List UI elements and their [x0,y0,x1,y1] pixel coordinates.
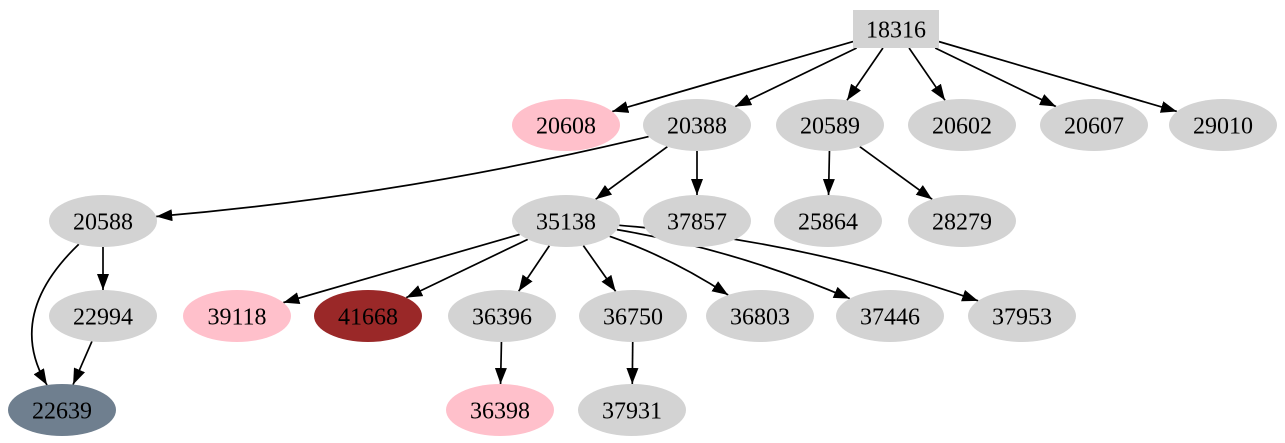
node-shape-36398 [446,384,554,436]
edge-22994-22639 [72,341,93,385]
node-shape-20607 [1040,99,1148,151]
node-label-36803: 36803 [730,304,790,330]
node-label-22994: 22994 [73,304,133,330]
node-shape-20589 [776,99,884,151]
node-22639: 22639 [8,384,116,436]
edge-18316-20388 [734,47,857,108]
node-shape-29010 [1169,99,1277,151]
node-shape-36750 [579,290,687,342]
node-shape-36396 [448,290,556,342]
node-shape-25864 [774,195,882,247]
node-label-22639: 22639 [32,398,92,424]
edge-35138-36396 [517,245,551,292]
node-label-20388: 20388 [667,113,727,139]
node-41668: 41668 [314,290,422,342]
node-label-20602: 20602 [932,113,992,139]
edge-18316-20602 [908,47,946,101]
edge-20388-35138 [595,146,668,200]
edge-18316-20589 [846,47,884,101]
node-shape-37446 [836,290,944,342]
node-28279: 28279 [908,195,1016,247]
node-20388: 20388 [643,99,751,151]
node-20588: 20588 [49,195,157,247]
node-label-41668: 41668 [338,304,398,330]
node-shape-28279 [908,195,1016,247]
edge-35138-36750 [582,245,617,292]
node-label-20588: 20588 [73,209,133,235]
node-label-37857: 37857 [667,209,727,235]
edge-35138-36803 [609,235,729,296]
node-label-28279: 28279 [932,209,992,235]
edge-35138-41668 [405,238,529,299]
node-shape-20388 [643,99,751,151]
node-20602: 20602 [908,99,1016,151]
edge-35138-39118 [283,233,520,304]
node-label-36398: 36398 [470,398,530,424]
node-label-20607: 20607 [1064,113,1124,139]
node-39118: 39118 [183,290,291,342]
node-29010: 29010 [1169,99,1277,151]
node-shape-37931 [578,384,686,436]
node-22994: 22994 [49,290,157,342]
nodes-layer: 18316 20608 20388 20589 20602 20607 29010 20588… [8,10,1277,436]
node-shape-20608 [512,99,620,151]
edge-35138-37446 [616,228,851,300]
node-20607: 20607 [1040,99,1148,151]
node-36398: 36398 [446,384,554,436]
node-label-29010: 29010 [1193,113,1253,139]
node-shape-41668 [314,290,422,342]
edge-36396-36398 [494,341,507,385]
node-20589: 20589 [776,99,884,151]
node-20608: 20608 [512,99,620,151]
node-36750: 36750 [579,290,687,342]
node-shape-22994 [49,290,157,342]
node-shape-37857 [643,195,751,247]
node-shape-20588 [49,195,157,247]
edge-18316-29010 [938,40,1178,113]
node-shape-20602 [908,99,1016,151]
node-37931: 37931 [578,384,686,436]
node-shape-35138 [512,195,620,247]
node-label-20608: 20608 [536,113,596,139]
node-label-37931: 37931 [602,398,662,424]
edge-20388-20588 [156,135,649,222]
node-label-37446: 37446 [860,304,920,330]
node-label-18316: 18316 [866,17,926,43]
node-label-20589: 20589 [800,113,860,139]
node-label-35138: 35138 [536,209,596,235]
node-36803: 36803 [706,290,814,342]
edge-20588-22639 [30,243,80,386]
edge-20589-25864 [822,150,835,196]
edge-18316-20607 [934,47,1057,108]
node-label-39118: 39118 [207,304,266,330]
node-37953: 37953 [968,290,1076,342]
node-shape-18316 [853,10,939,48]
edge-18316-20608 [611,40,854,113]
node-18316: 18316 [853,10,939,48]
node-shape-37953 [968,290,1076,342]
edge-20589-28279 [859,145,933,201]
node-label-36750: 36750 [603,304,663,330]
node-label-36396: 36396 [472,304,532,330]
node-36396: 36396 [448,290,556,342]
node-shape-22639 [8,384,116,436]
node-37857: 37857 [643,195,751,247]
node-37446: 37446 [836,290,944,342]
node-25864: 25864 [774,195,882,247]
node-35138: 35138 [512,195,620,247]
node-label-25864: 25864 [798,209,858,235]
node-shape-36803 [706,290,814,342]
node-label-37953: 37953 [992,304,1052,330]
node-shape-39118 [183,290,291,342]
